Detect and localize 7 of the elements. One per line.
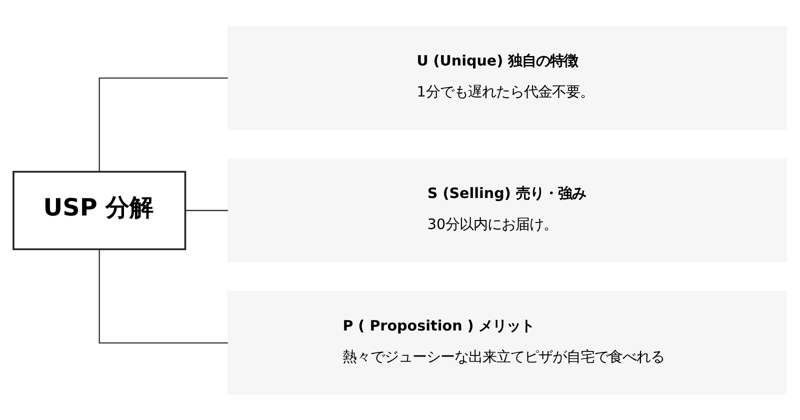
connector bbox=[185, 209, 228, 211]
connector bbox=[98, 76, 228, 171]
node-box: S (Selling) 売り・強み 30分以内にお届け。 bbox=[228, 158, 788, 262]
node-box: USP 分解 bbox=[12, 170, 186, 250]
connector bbox=[98, 249, 228, 344]
node-box: U (Unique) 独自の特徴 1分でも遅れたら代金不要。 bbox=[228, 26, 788, 130]
node-box: P ( Proposition ) メリット 熱々でジューシーな出来立てピザが自宅で食べれる bbox=[228, 290, 788, 394]
